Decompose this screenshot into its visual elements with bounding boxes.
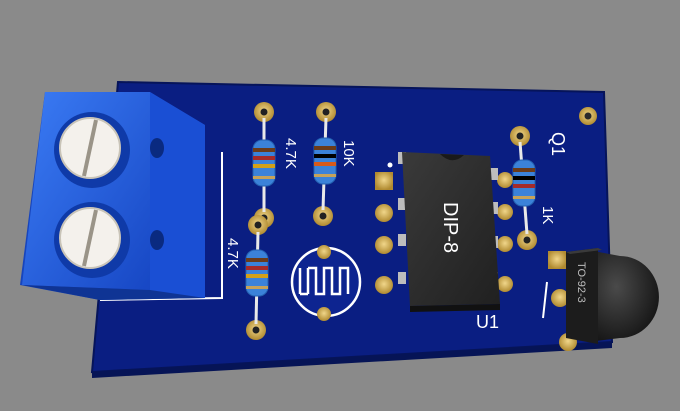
ldr-symbol <box>290 246 362 318</box>
transistor-silk <box>542 281 548 319</box>
terminal-silk-outline <box>99 152 223 301</box>
r2-label: 4.7K <box>224 238 241 269</box>
ic-body-label: DIP-8 <box>439 202 461 253</box>
ic-right-pads <box>497 172 513 292</box>
screw-top <box>54 112 130 188</box>
resistor-r1 <box>252 102 276 228</box>
pin1-dot <box>387 162 393 168</box>
ic-left-pads <box>375 172 393 294</box>
ic-ref-label: U1 <box>476 312 499 332</box>
to92-label: TO-92-3 <box>575 262 587 303</box>
transistor-pads <box>548 251 577 351</box>
terminal-block <box>20 92 205 300</box>
to92-transistor <box>566 248 659 344</box>
r4-label: 1K <box>539 206 556 224</box>
resistor-r2 <box>245 215 269 340</box>
resistor-r4 <box>510 126 537 250</box>
ldr-pad-bottom <box>317 307 331 321</box>
screw-bottom <box>54 202 130 278</box>
pcb-edge <box>92 342 612 378</box>
dip8-chip <box>398 152 500 312</box>
resistor-r3 <box>313 102 337 226</box>
r3-label: 10K <box>340 140 357 167</box>
ldr-pad-top <box>317 245 331 259</box>
q1-label: Q1 <box>548 132 568 156</box>
r1-label: 4.7K <box>282 138 299 169</box>
